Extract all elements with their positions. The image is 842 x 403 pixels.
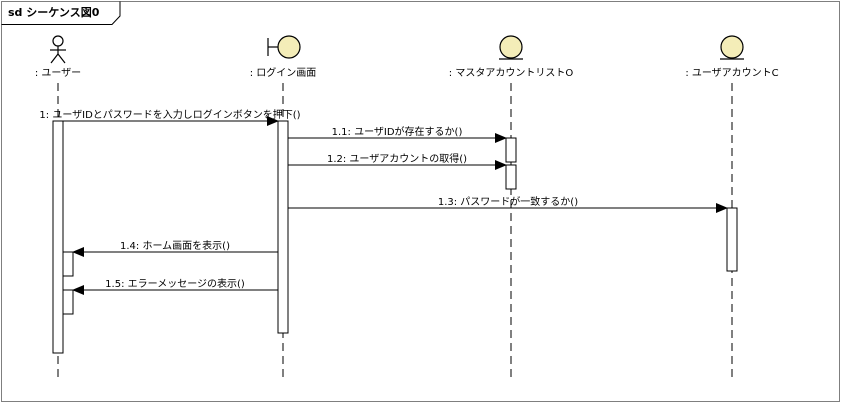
participant-master-account-list[interactable]: : マスタアカウントリストO <box>449 35 574 79</box>
message-label: 1.1: ユーザIDが存在するか() <box>332 125 463 138</box>
activation-bar-login-screen <box>277 120 289 334</box>
entity-icon <box>720 35 744 60</box>
frame-title: sd シーケンス図0 <box>8 5 100 19</box>
participant-label: : マスタアカウントリストO <box>449 67 574 79</box>
message-1-3[interactable]: 1.3: パスワードが一致するか() <box>288 195 728 213</box>
boundary-icon <box>267 35 301 59</box>
participant-label: : ログイン画面 <box>250 66 317 79</box>
message-label: 1.5: エラーメッセージの表示() <box>105 277 245 290</box>
activation-bar-master-account-list <box>505 137 517 163</box>
message-label: 1.2: ユーザアカウントの取得() <box>327 153 467 165</box>
participant-label: : ユーザー <box>35 67 81 79</box>
message-1-5[interactable]: 1.5: エラーメッセージの表示() <box>72 277 278 295</box>
participant-user[interactable]: : ユーザー <box>35 35 81 79</box>
message-1-4[interactable]: 1.4: ホーム画面を表示() <box>72 239 278 257</box>
message-label: 1.3: パスワードが一致するか() <box>438 195 578 208</box>
activation-bar-user-account <box>726 207 738 272</box>
message-1[interactable]: 1: ユーザIDとパスワードを入力しログインボタンを押下() <box>39 108 301 126</box>
activation-bar-master-account-list <box>505 164 517 190</box>
activation-bar-user <box>52 120 64 354</box>
frame-title-tab <box>1 1 121 25</box>
message-label: 1: ユーザIDとパスワードを入力しログインボタンを押下() <box>39 108 300 121</box>
participant-login-screen[interactable]: : ログイン画面 <box>250 35 317 79</box>
message-1-1[interactable]: 1.1: ユーザIDが存在するか() <box>288 125 507 143</box>
message-label: 1.4: ホーム画面を表示() <box>120 239 230 252</box>
participant-user-account[interactable]: : ユーザアカウントC <box>685 35 779 79</box>
activation-bar-user-nested <box>62 251 74 277</box>
participant-label: : ユーザアカウントC <box>685 67 778 79</box>
entity-icon <box>499 35 523 60</box>
message-1-2[interactable]: 1.2: ユーザアカウントの取得() <box>288 153 507 170</box>
activation-bar-user-nested <box>62 289 74 315</box>
actor-icon <box>50 35 66 64</box>
